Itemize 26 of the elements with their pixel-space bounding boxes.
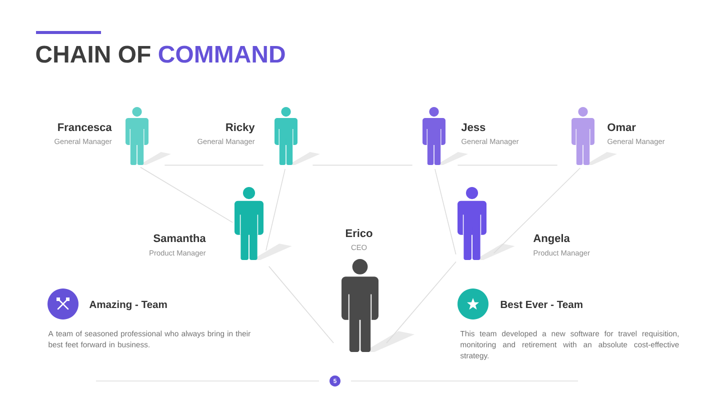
connector-line	[386, 261, 456, 344]
person-name: Erico	[346, 229, 372, 238]
person-name: Ricky	[226, 123, 255, 134]
connector-line	[266, 168, 286, 251]
connector-line	[457, 164, 558, 166]
person-figure	[422, 107, 446, 165]
person-figure	[342, 259, 378, 352]
person-name: Omar	[608, 123, 636, 132]
connector-line	[434, 168, 456, 255]
person-figure	[274, 107, 298, 165]
person-figure	[234, 187, 264, 260]
person-figure	[126, 107, 148, 165]
connector-line	[140, 166, 233, 223]
team-heading: Amazing - Team	[89, 300, 167, 310]
person-name: Samantha	[154, 234, 206, 242]
team-heading: Best Ever - Team	[500, 300, 582, 308]
person-figure	[458, 187, 486, 260]
connector-line	[312, 164, 413, 166]
person-name: Jess	[461, 123, 486, 132]
connector-line	[164, 164, 264, 166]
connector-line	[493, 168, 581, 254]
person-name: Francesca	[58, 123, 112, 132]
person-figure	[572, 107, 594, 165]
title: CHAIN OF COMMAND	[36, 46, 285, 63]
person-name: Angela	[533, 234, 570, 244]
connector-line	[268, 266, 334, 344]
